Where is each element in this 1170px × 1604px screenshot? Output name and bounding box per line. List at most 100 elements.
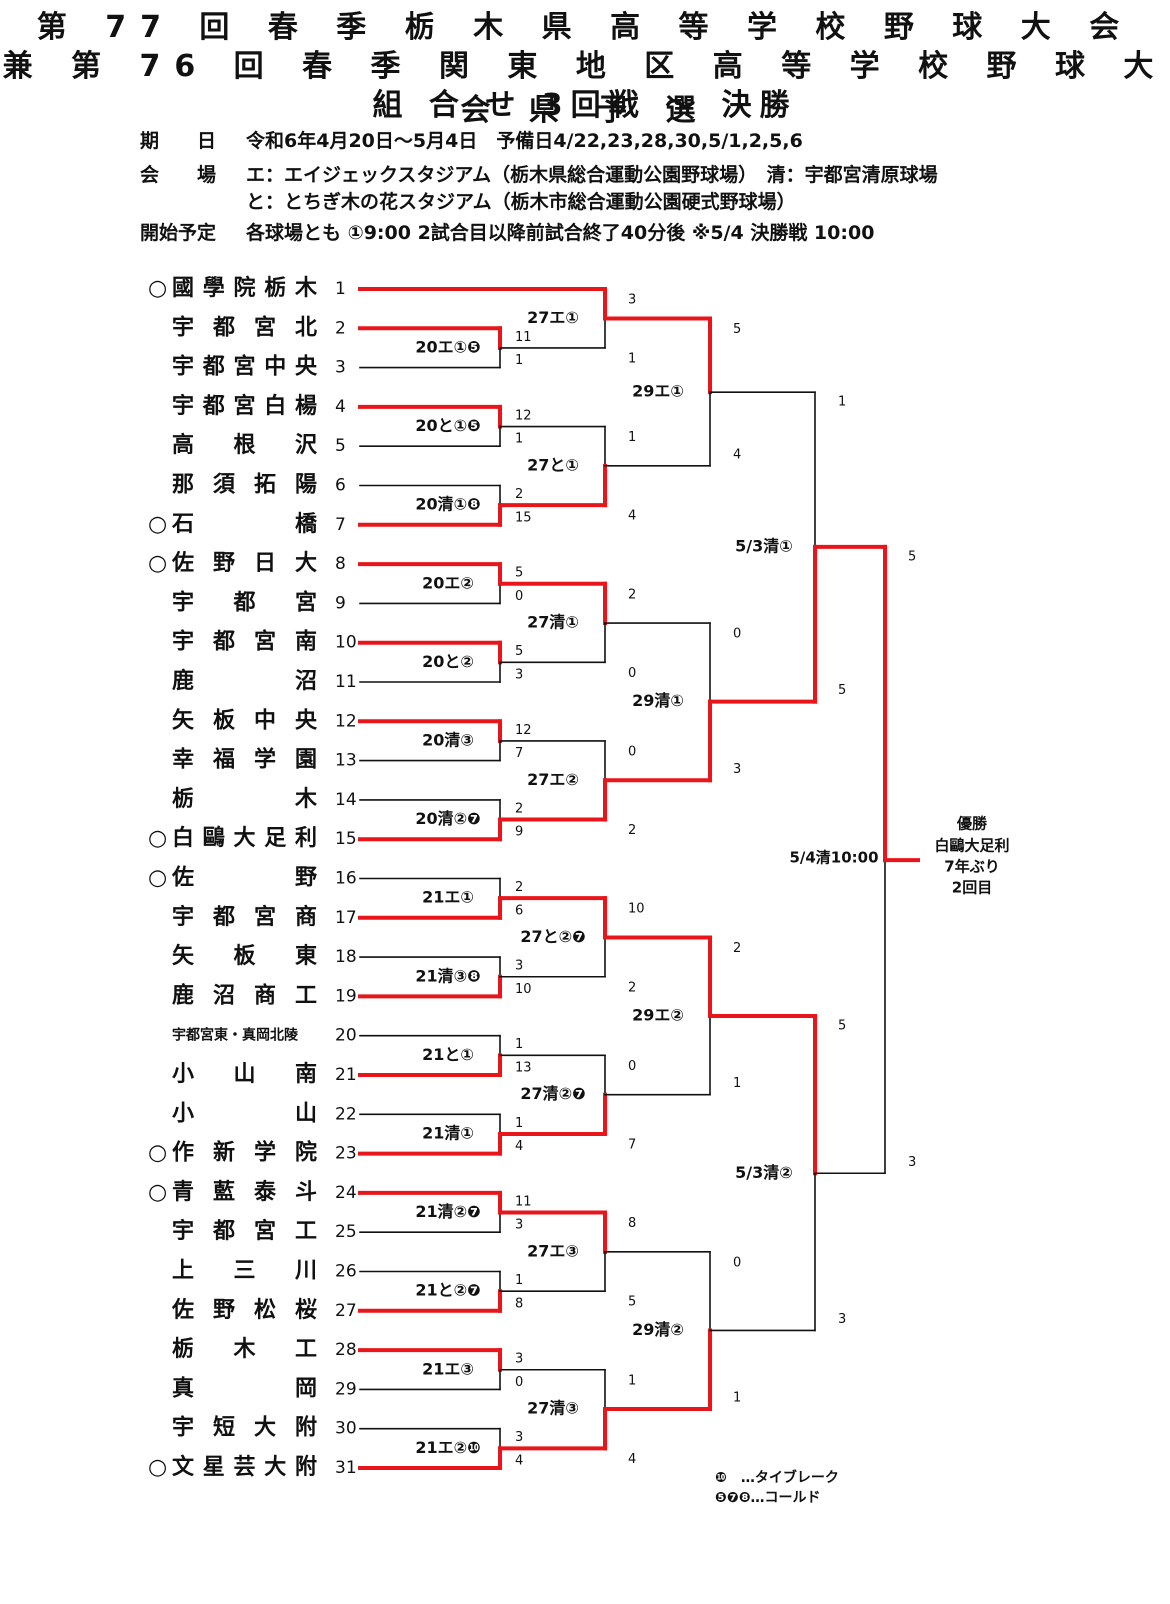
team-name: 佐野松桜 [171,1297,317,1323]
score: 12 [515,723,532,738]
team-name: 幸福学園 [172,747,317,773]
match-label: 5/3清② [735,1163,793,1182]
team-name: 宇都宮中央 [172,354,318,380]
score: 10 [628,902,645,917]
match-label: 27清③ [527,1399,579,1418]
score: 3 [908,1155,916,1170]
score: 2 [628,980,636,995]
score: 2 [733,941,741,956]
team-name: 高根沢 [172,432,318,458]
team-number: 22 [335,1104,357,1124]
score: 0 [733,1255,741,1270]
team-name: 矢板東 [172,943,317,969]
title-line-2: 兼 第 76 回 春 季 関 東 地 区 高 等 学 校 野 球 大 会 県 予… [2,49,1168,128]
team-name: 矢板中央 [172,707,318,733]
champion-name: 白鷗大足利 [934,837,1009,855]
match-label: 29エ② [632,1006,684,1025]
team-number: 5 [335,436,346,456]
team-number: 23 [335,1144,357,1164]
seed-mark: ○ [148,276,167,301]
team-name: 宇都宮 [172,589,317,615]
score: 0 [628,744,636,759]
score: 7 [515,746,523,761]
venue-row: 会 場エ：エイジェックスタジアム（栃木県総合運動公園野球場） 清：宇都宮清原球場 [140,160,938,187]
seed-mark: ○ [148,1455,167,1480]
score: 3 [515,1430,523,1445]
score: 3 [515,668,523,683]
score: 3 [628,293,636,308]
team-number: 19 [335,986,357,1006]
score: 2 [628,823,636,838]
team-number: 7 [335,515,346,535]
team-name: 栃木工 [172,1337,317,1362]
team-number: 13 [335,751,357,771]
champion-years: 7年ぶり [944,858,999,876]
seed-mark: ○ [148,866,167,891]
match-label: 20清③ [422,730,474,749]
score: 1 [733,1076,741,1091]
match-label: 20清②❼ [415,809,480,828]
team-number: 17 [335,908,357,928]
match-label: 20エ①❺ [415,337,480,356]
team-number: 25 [335,1222,357,1242]
team-name: 佐野日大 [171,550,317,576]
score: 3 [838,1312,846,1327]
score: 11 [515,330,532,345]
team-number: 11 [335,672,357,692]
team-name: 上三川 [172,1259,317,1284]
score: 5 [628,1295,636,1310]
score: 3 [515,1218,523,1233]
title-line-3: 組 合 せ 3回戦 ～ 決勝 [372,88,798,123]
score: 2 [628,587,636,602]
score: 13 [515,1061,532,1076]
team-number: 2 [335,318,346,338]
score: 4 [733,447,741,462]
score: 0 [628,666,636,681]
venue-row-2: と：とちぎ木の花スタジアム（栃木市総合運動公園硬式野球場） [140,187,796,214]
team-number: 30 [335,1419,357,1439]
score: 0 [515,1375,523,1390]
team-number: 20 [335,1026,357,1046]
match-label: 27エ② [527,770,579,789]
seed-mark: ○ [148,512,167,537]
team-number: 26 [335,1262,357,1282]
team-number: 14 [335,790,357,810]
score: 8 [515,1296,523,1311]
match-label: 20清①❽ [415,495,480,514]
start-text: 各球場とも ①9:00 2試合目以降前試合終了40分後 ※5/4 決勝戦 10:… [246,222,875,244]
score: 4 [515,1454,523,1469]
match-label: 21清① [422,1123,474,1142]
team-name: 作新学院 [172,1140,317,1166]
score: 8 [628,1216,636,1231]
team-number: 18 [335,947,357,967]
match-label: 21清③❽ [415,966,480,985]
team-number: 16 [335,869,357,889]
legend-called-game: ❺❼❽…コールド [715,1490,821,1506]
match-label: 21と① [422,1045,474,1064]
seed-mark: ○ [148,826,167,851]
venue-text-2: と：とちぎ木の花スタジアム（栃木市総合運動公園硬式野球場） [246,191,796,213]
score: 7 [628,1137,636,1152]
seed-mark: ○ [148,551,167,576]
score: 2 [515,880,523,895]
score: 11 [515,1194,532,1209]
match-label: 27と① [527,455,579,474]
score: 5 [838,683,846,698]
score: 1 [628,430,636,445]
score: 1 [628,1373,636,1388]
team-number: 29 [335,1379,357,1399]
match-label: 21エ① [422,888,474,907]
score: 5 [515,566,523,581]
team-name: 宇都宮商 [172,904,317,930]
team-name: 宇都宮白楊 [172,393,317,419]
score: 1 [515,1037,523,1052]
match-label: 21と②❼ [415,1281,480,1300]
score: 1 [515,353,523,368]
team-name: 宇都宮北 [172,314,317,340]
score: 5 [733,322,741,337]
team-name: 石橋 [171,512,318,537]
team-number: 31 [335,1458,357,1478]
seed-mark: ○ [148,1141,167,1166]
score: 3 [733,762,741,777]
